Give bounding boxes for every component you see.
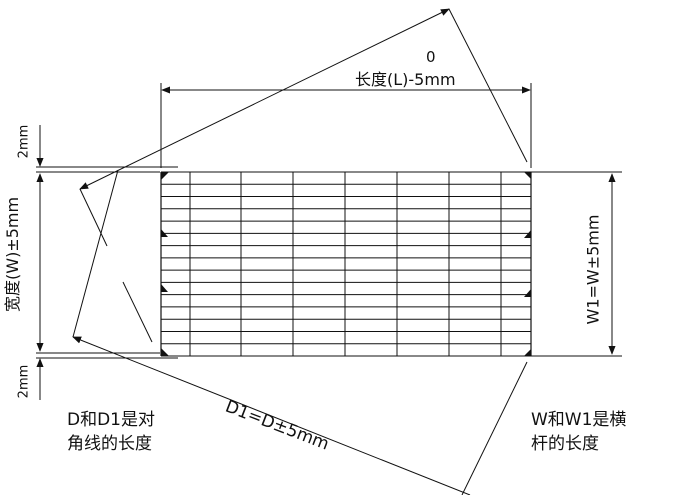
d-note-line2: 角线的长度 (67, 434, 152, 454)
edge-mark (161, 229, 168, 237)
w1-rule-label: W1=W±5mm (583, 214, 603, 325)
edge-mark (161, 284, 168, 292)
corner-mark (161, 348, 169, 356)
top-zero-label: 0 (426, 48, 436, 66)
edge-mark (524, 289, 531, 297)
corner-mark (524, 172, 531, 179)
corner-mark (524, 349, 531, 356)
diagonal-d-leader-right (461, 361, 528, 496)
top-gap-label: 2mm (16, 124, 32, 159)
steel-mesh-panel (160, 171, 532, 357)
corner-mark (161, 172, 169, 180)
length-tolerance-label: 长度(L)-5mm (355, 70, 456, 89)
edge-mark (524, 230, 531, 238)
w-note-line2: 杆的长度 (531, 434, 599, 454)
diagonal-d-leader-lower-right (122, 281, 153, 343)
w-note-line1: W和W1是横 (531, 410, 627, 430)
diagonal-d-line-lower (72, 336, 471, 496)
d-note-line1: D和D1是对 (67, 410, 155, 430)
diagonal-d1-leader-upper-left (79, 188, 108, 247)
diagonal-d1-line-upper (79, 8, 450, 190)
bottom-gap-label: 2mm (16, 364, 32, 399)
diagonal-d-leader-lower (72, 169, 119, 338)
width-tolerance-label: 宽度(W)±5mm (3, 196, 22, 312)
diagonal-d1-leader-upper (448, 8, 528, 163)
